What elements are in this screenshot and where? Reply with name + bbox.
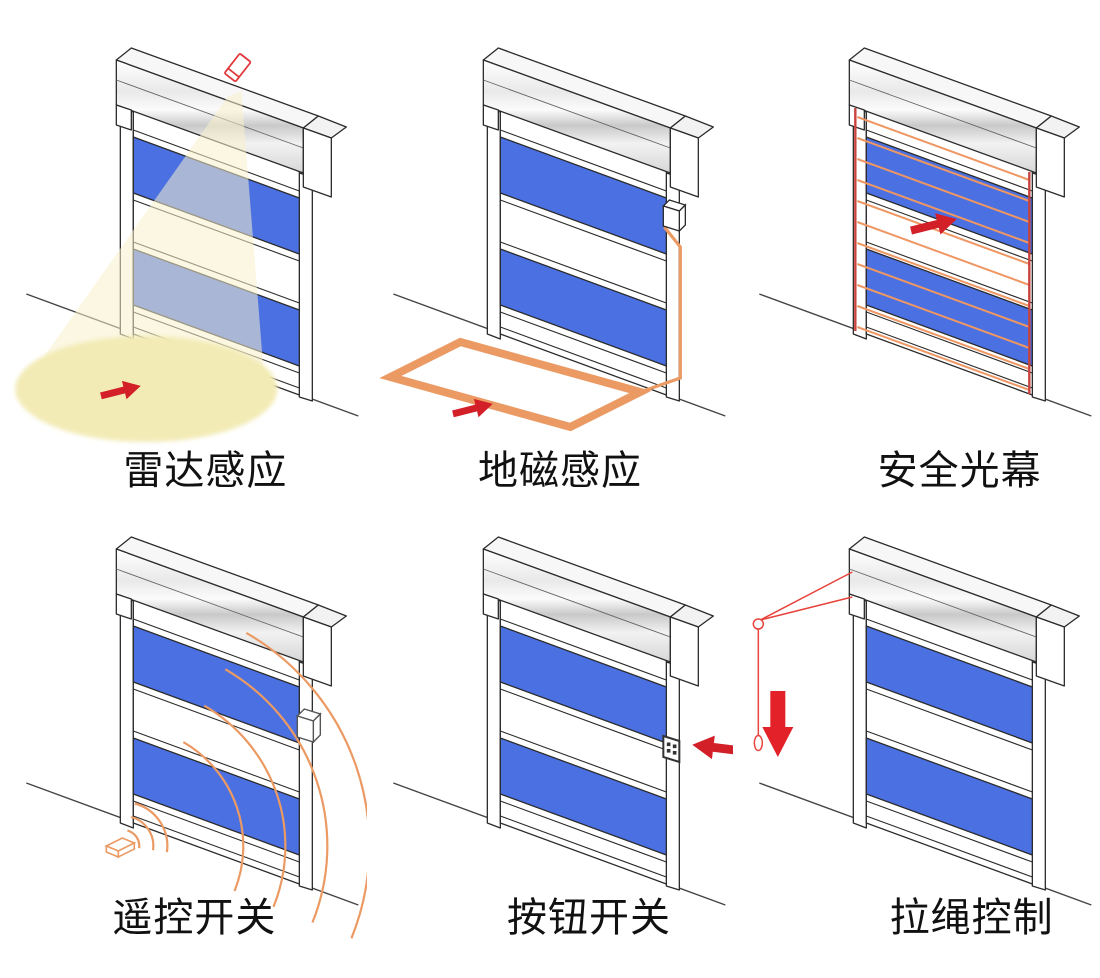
receiver-box-icon: [296, 708, 322, 744]
radar-sensing-illustration: [15, 47, 360, 442]
panel-remote-switch: 遥控开关: [0, 489, 367, 978]
panel-label: 雷达感应: [123, 449, 288, 493]
push-button-panel-icon: [661, 734, 680, 764]
push-button-illustration: [392, 536, 734, 906]
light-curtain-illustration: [758, 47, 1093, 417]
pull-rope-icon: [752, 571, 854, 752]
panel-label: 安全光幕: [877, 449, 1042, 493]
roller-door-illustration: [392, 47, 726, 417]
panel-label: 按钮开关: [506, 896, 671, 940]
panel-label: 地磁感应: [477, 449, 642, 493]
sensor-box-icon: [661, 199, 687, 233]
light-curtain-beams: [857, 116, 1031, 391]
ground-loop-illustration: [378, 47, 726, 432]
pull-rope-illustration: [752, 536, 1093, 906]
roller-door-illustration: [758, 47, 1093, 417]
signal-arcs: [127, 631, 367, 939]
light-cone: [16, 91, 267, 406]
roller-door-illustration: [758, 536, 1093, 906]
radar-device-icon: [224, 53, 252, 83]
panel-ground-loop-sensing: 地磁感应: [367, 0, 734, 493]
loop-wire: [639, 226, 682, 394]
remote-switch-illustration: [25, 536, 367, 939]
panel-label: 遥控开关: [112, 896, 277, 940]
roller-door-illustration: [392, 536, 726, 906]
pull-down-arrow-icon: [762, 691, 794, 757]
remote-control-icon: [104, 837, 137, 859]
detection-pool: [15, 336, 278, 442]
induction-loop: [378, 337, 652, 432]
panel-push-button: 按钮开关: [367, 489, 734, 978]
panel-safety-light-curtain: 安全光幕: [733, 0, 1100, 493]
panel-label: 拉绳控制: [889, 896, 1054, 940]
panel-radar-sensing: 雷达感应: [0, 0, 367, 493]
press-arrow-icon: [690, 733, 734, 763]
panel-pull-rope: 拉绳控制: [733, 489, 1100, 978]
